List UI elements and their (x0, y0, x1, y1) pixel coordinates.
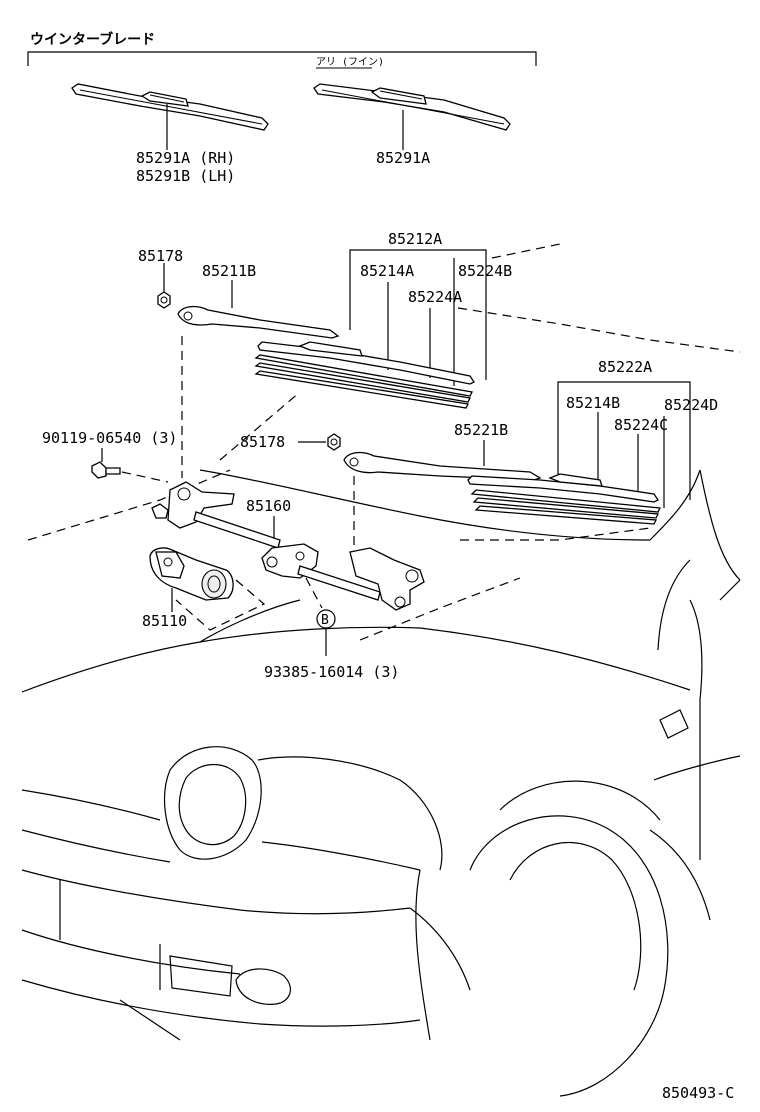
label-85224C: 85224C (614, 416, 668, 434)
label-85110: 85110 (142, 612, 187, 630)
wiper-linkage-85160[interactable] (151, 481, 425, 611)
winter-blade-right[interactable] (313, 83, 511, 131)
section-bracket (27, 51, 537, 66)
wiper-arm-85211B[interactable] (177, 305, 340, 339)
label-85178-top: 85178 (138, 247, 183, 265)
label-85291B-LH: 85291B (LH) (136, 167, 235, 185)
bracket-85212A (349, 249, 487, 380)
label-85214A: 85214A (360, 262, 414, 280)
wiper-arm-85221B[interactable] (343, 451, 542, 481)
label-85222A: 85222A (598, 358, 652, 376)
label-93385: 93385-16014 (3) (264, 663, 399, 681)
svg-text:B: B (321, 613, 329, 628)
label-85224D: 85224D (664, 396, 718, 414)
nut-85178-top[interactable] (157, 291, 171, 309)
bolt-dashed-link (121, 471, 169, 483)
wiper-blade-85212A[interactable] (254, 341, 475, 409)
label-85160: 85160 (246, 497, 291, 515)
section-subtitle: アリ (フイン) (316, 57, 384, 68)
label-85212A: 85212A (388, 230, 442, 248)
label-85211B: 85211B (202, 262, 256, 280)
car-body-outline (21, 243, 741, 1097)
label-85214B: 85214B (566, 394, 620, 412)
label-85291A-RH: 85291A (RH) (136, 149, 235, 167)
winter-blade-left[interactable] (71, 83, 269, 131)
figure-code: 850493-C (662, 1084, 734, 1102)
label-85178-mid: 85178 (240, 433, 285, 451)
label-85224B: 85224B (458, 262, 512, 280)
label-85221B: 85221B (454, 421, 508, 439)
wiper-motor-85110[interactable] (149, 547, 234, 601)
callout-b: B (316, 609, 336, 629)
nut-85178-mid[interactable] (327, 433, 341, 451)
section-title: ウインターブレード (30, 31, 155, 48)
motor-dashed-box (175, 579, 266, 631)
label-85224A: 85224A (408, 288, 462, 306)
label-85291A: 85291A (376, 149, 430, 167)
bracket-85222A (557, 381, 691, 500)
bolt-90119[interactable] (91, 461, 121, 479)
label-90119: 90119-06540 (3) (42, 429, 177, 447)
wiper-blade-85222A[interactable] (467, 473, 662, 525)
linkage-dashed-link (305, 577, 323, 609)
